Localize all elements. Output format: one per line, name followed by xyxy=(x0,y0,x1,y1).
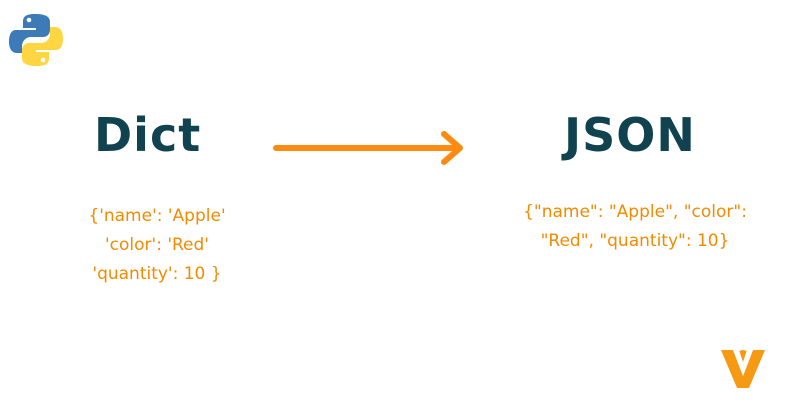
json-code-line: {"name": "Apple", "color": xyxy=(523,202,747,222)
json-heading: JSON xyxy=(564,108,696,162)
dict-heading: Dict xyxy=(94,108,202,162)
json-code-block: {"name": "Apple", "color": "Red", "quant… xyxy=(490,198,780,256)
dict-code-line: {'name': 'Apple' xyxy=(88,206,226,226)
dict-code-block: {'name': 'Apple' 'color': 'Red' 'quantit… xyxy=(52,202,262,289)
dict-code-line: 'quantity': 10 } xyxy=(92,264,222,284)
python-logo-icon xyxy=(9,14,63,66)
brand-logo-icon xyxy=(721,350,765,388)
json-code-line: "Red", "quantity": 10} xyxy=(540,231,730,251)
arrow-right-icon xyxy=(273,131,463,165)
dict-code-line: 'color': 'Red' xyxy=(105,235,209,255)
python-logo-yellow-half xyxy=(22,27,63,66)
python-logo-blue-half xyxy=(9,14,50,53)
